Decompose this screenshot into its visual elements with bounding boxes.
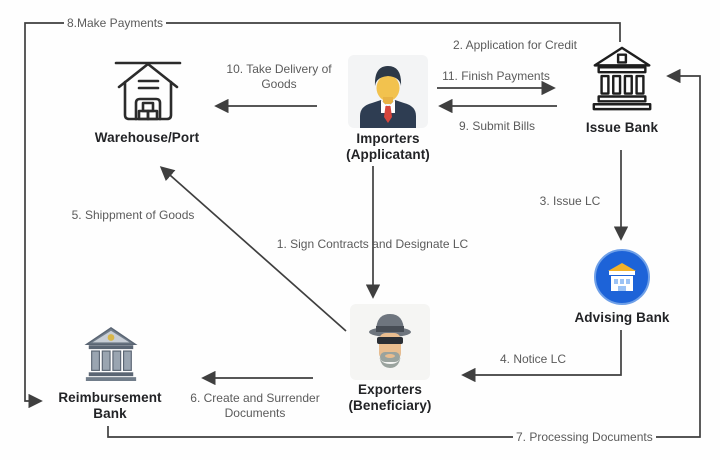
step-4-notice-lc: 4. Notice LC — [499, 352, 567, 366]
warehouse-icon — [114, 61, 182, 121]
step-8-make-payments: 8.Make Payments — [64, 16, 167, 31]
exporters-label: Exporters (Beneficiary) — [348, 382, 432, 413]
step-1-sign-contracts: 1. Sign Contracts and Designate LC — [276, 237, 469, 251]
warehouse-node — [106, 54, 190, 128]
advising-bank-icon — [594, 249, 650, 305]
reimbursement-bank-icon — [84, 326, 138, 381]
issue-bank-icon — [592, 46, 652, 111]
exporters-node — [350, 304, 430, 380]
arrow-processing-documents — [107, 68, 701, 438]
issue-bank-node — [587, 42, 657, 114]
step-11-finish-payments: 11. Finish Payments — [442, 69, 550, 83]
importers-label: Importers (Applicatant) — [346, 131, 430, 162]
advising-bank-node — [594, 249, 650, 305]
issue-bank-label: Issue Bank — [585, 120, 659, 135]
arrow-make-payments — [24, 22, 621, 409]
importer-avatar-icon — [348, 55, 428, 128]
step-9-submit-bills: 9. Submit Bills — [458, 119, 536, 133]
step-3-issue-lc: 3. Issue LC — [539, 194, 601, 208]
arrow-notice-lc — [461, 330, 622, 383]
advising-bank-label: Advising Bank — [574, 310, 670, 325]
importers-node — [348, 55, 428, 128]
step-10-take-delivery: 10. Take Delivery of Goods — [226, 62, 332, 91]
step-5-shipment-of-goods: 5. Shippment of Goods — [71, 208, 195, 222]
exporter-avatar-icon — [350, 304, 430, 380]
reimbursement-bank-label: Reimbursement Bank — [58, 390, 162, 421]
arrow-shipment-of-goods — [159, 166, 347, 332]
advising-bank-building — [608, 263, 636, 291]
reimbursement-bank-node — [82, 322, 140, 382]
warehouse-label: Warehouse/Port — [94, 130, 200, 145]
step-7-processing-documents: 7. Processing Documents — [513, 430, 656, 445]
step-6-create-surrender-documents: 6. Create and Surrender Documents — [190, 391, 320, 420]
step-2-application-for-credit: 2. Application for Credit — [452, 38, 578, 52]
